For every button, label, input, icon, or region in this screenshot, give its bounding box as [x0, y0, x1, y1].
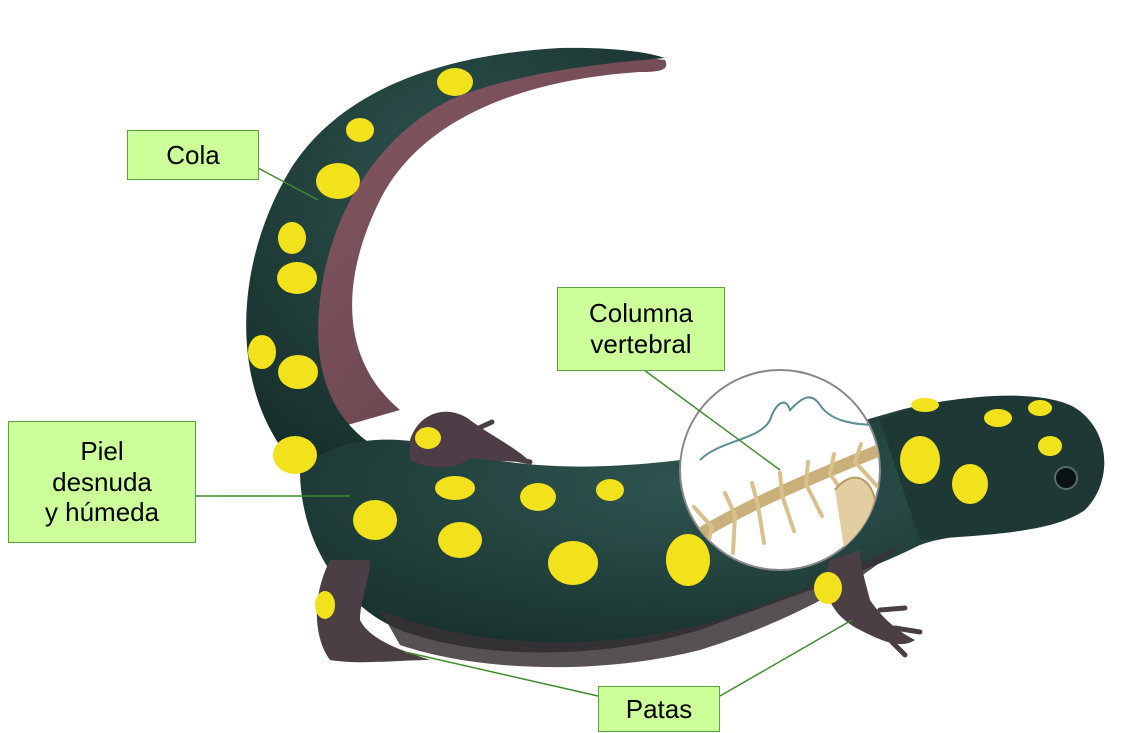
eye	[1055, 467, 1077, 489]
label-piel-line-3: y húmeda	[45, 497, 159, 528]
label-columna-vertebral: Columna vertebral	[557, 287, 725, 371]
label-piel: Piel desnuda y húmeda	[8, 421, 196, 543]
label-patas: Patas	[598, 686, 720, 732]
label-patas-text: Patas	[626, 694, 693, 725]
label-columna-line-1: Columna	[589, 298, 693, 329]
label-piel-line-2: desnuda	[52, 467, 152, 498]
label-cola: Cola	[127, 130, 259, 180]
label-cola-text: Cola	[166, 140, 219, 171]
label-piel-line-1: Piel	[80, 436, 123, 467]
label-columna-line-2: vertebral	[590, 329, 691, 360]
